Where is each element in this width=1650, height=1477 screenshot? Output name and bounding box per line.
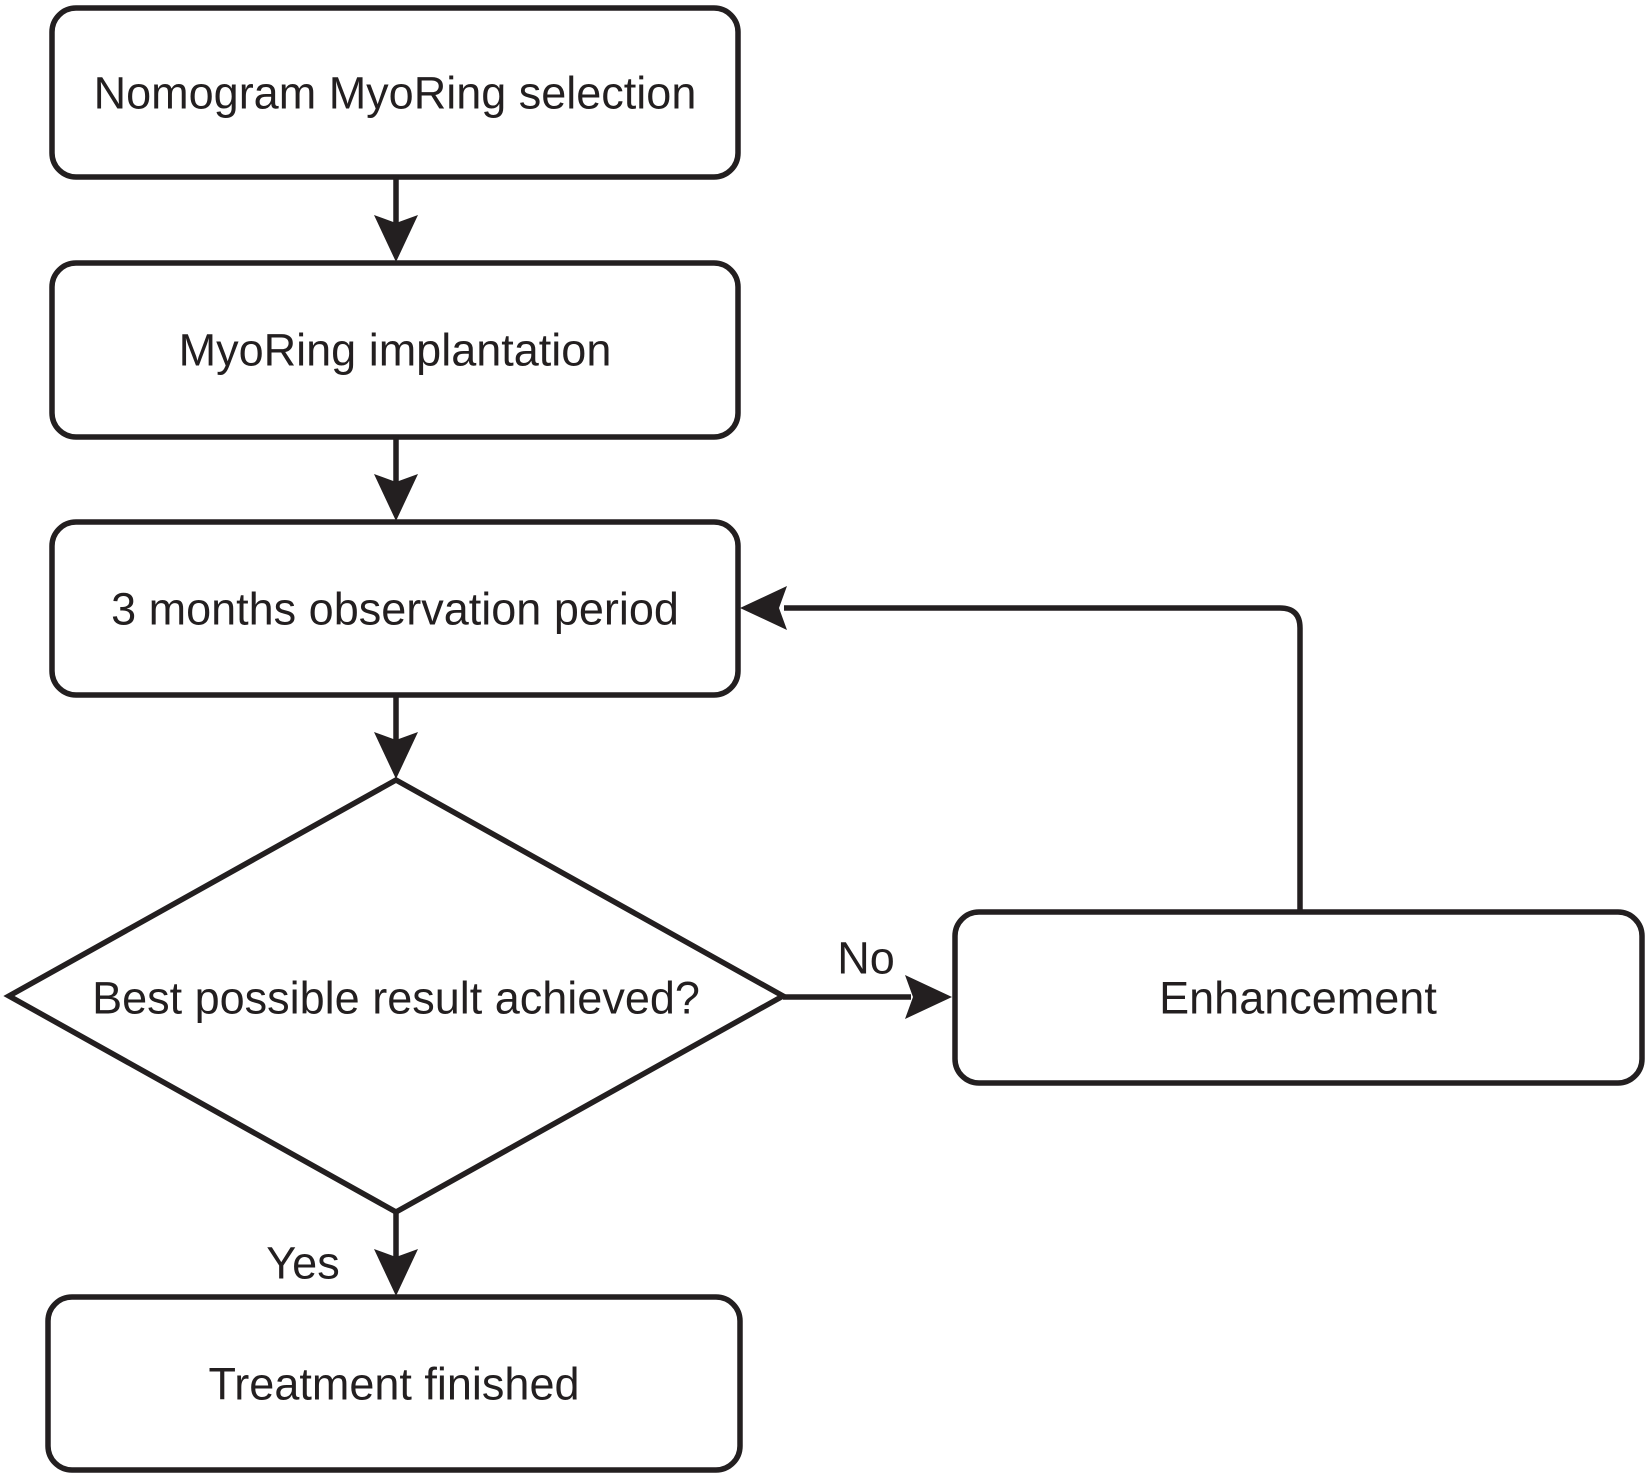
node-decision: Best possible result achieved? [3, 776, 789, 1216]
arrow-observation-to-decision [374, 693, 418, 779]
node-decision-label: Best possible result achieved? [92, 973, 700, 1024]
arrow-implantation-to-observation [374, 435, 418, 521]
node-enhancement: Enhancement [952, 909, 1645, 1086]
node-nomogram-label: Nomogram MyoRing selection [94, 68, 697, 119]
node-finished: Treatment finished [45, 1294, 743, 1473]
node-observation: 3 months observation period [49, 519, 741, 698]
edge-label-yes: Yes [266, 1238, 339, 1289]
node-implantation: MyoRing implantation [49, 260, 741, 440]
node-finished-box [45, 1294, 743, 1473]
arrow-head [374, 1249, 418, 1296]
node-observation-label: 3 months observation period [111, 584, 679, 635]
arrow-head [905, 975, 952, 1019]
node-implantation-label: MyoRing implantation [179, 325, 612, 376]
arrow-head [374, 215, 418, 262]
arrow-nomogram-to-implantation [374, 175, 418, 262]
node-enhancement-label: Enhancement [1159, 973, 1437, 1024]
arrow-head [740, 586, 787, 630]
arrow-decision-to-finished: Yes [266, 1212, 418, 1296]
node-finished-label: Treatment finished [208, 1359, 579, 1410]
arrow-decision-to-enhancement: No [783, 933, 952, 1019]
node-nomogram: Nomogram MyoRing selection [49, 5, 741, 180]
arrow-head [374, 732, 418, 779]
arrow-head [374, 474, 418, 521]
arrow-enhancement-to-observation [740, 586, 1303, 912]
arrow-shaft [784, 605, 1303, 912]
edge-label-no: No [837, 933, 895, 984]
